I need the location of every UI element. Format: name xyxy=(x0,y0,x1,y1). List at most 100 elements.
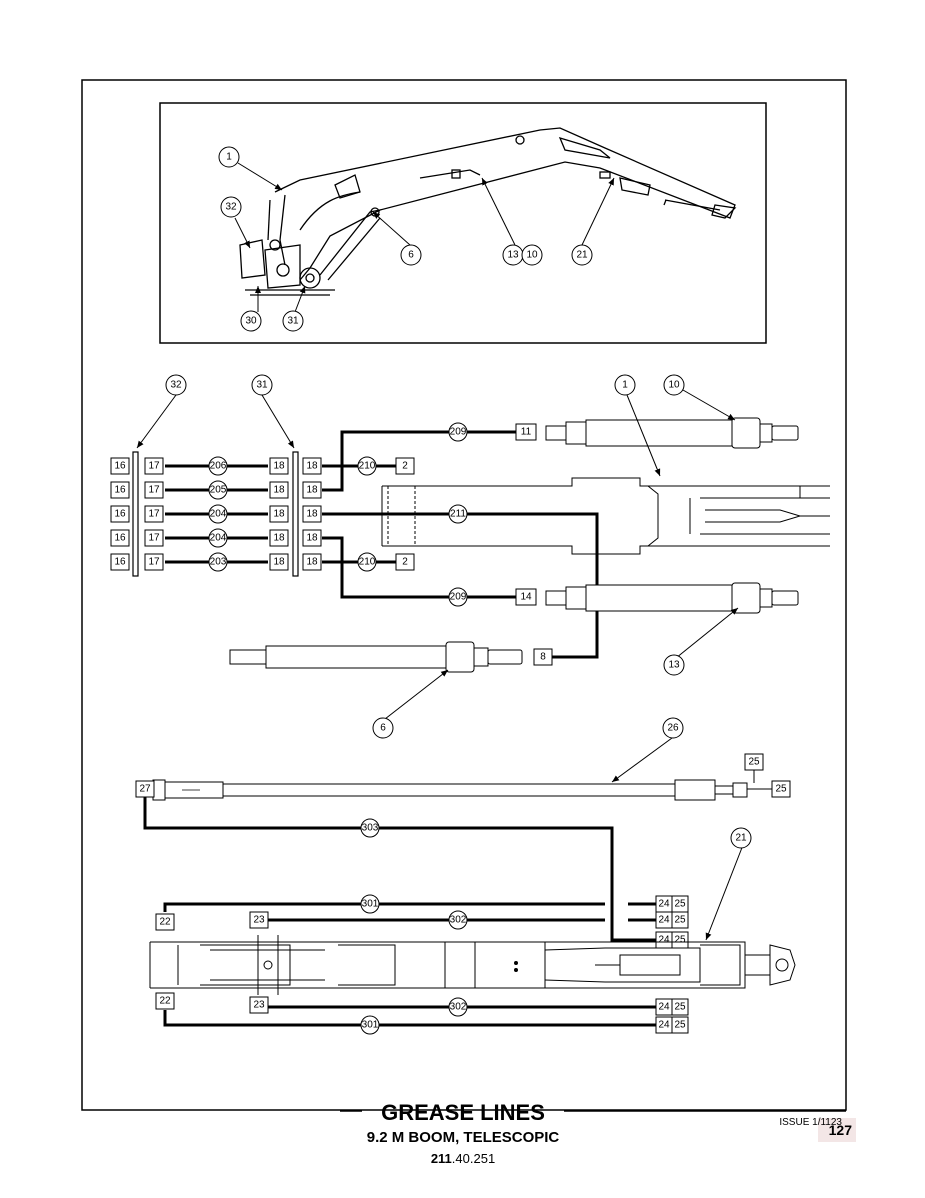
issue-label: ISSUE 1/1123 xyxy=(779,1117,842,1128)
svg-text:18: 18 xyxy=(273,485,285,496)
callout-32: 32 xyxy=(165,374,187,396)
fitting-pair-3: 24 25 xyxy=(655,931,689,949)
svg-text:23: 23 xyxy=(253,1000,265,1011)
svg-text:203: 203 xyxy=(210,557,227,568)
line-302-upper: 302 xyxy=(448,910,468,930)
svg-text:302: 302 xyxy=(450,915,467,926)
fitting-14: 14 xyxy=(515,588,537,606)
svg-text:18: 18 xyxy=(306,533,318,544)
svg-text:31: 31 xyxy=(287,316,299,327)
svg-text:25: 25 xyxy=(748,757,760,768)
telescopic-section: 26 27 25 25 303 301 302 302 301 22 22 23… xyxy=(135,717,796,1035)
svg-text:210: 210 xyxy=(359,557,376,568)
svg-text:27: 27 xyxy=(139,784,151,795)
cylinder-10 xyxy=(545,417,799,449)
svg-text:18: 18 xyxy=(306,557,318,568)
svg-text:25: 25 xyxy=(674,899,686,910)
line-301-upper: 301 xyxy=(360,894,380,914)
line-206: 206 xyxy=(208,456,228,476)
svg-text:2: 2 xyxy=(402,461,408,472)
callout-31: 31 xyxy=(251,374,273,396)
fitting-2-lower: 2 xyxy=(395,553,415,571)
svg-text:8: 8 xyxy=(540,652,546,663)
line-205: 205 xyxy=(208,480,228,500)
svg-text:211: 211 xyxy=(450,509,466,520)
svg-text:22: 22 xyxy=(159,996,171,1007)
line-301-lower: 301 xyxy=(360,1015,380,1035)
manifold-block-31 xyxy=(292,451,299,577)
fitting-pair-4: 24 25 xyxy=(655,998,689,1016)
fitting-2-upper: 2 xyxy=(395,457,415,475)
fitting-row-2: 16 17 18 18 xyxy=(110,481,322,499)
boom-head-drawing xyxy=(381,477,830,555)
page-number: 127 xyxy=(829,1122,853,1138)
callout-26: 26 xyxy=(662,717,684,739)
diagram-title: GREASE LINES xyxy=(381,1100,545,1125)
svg-text:10: 10 xyxy=(668,380,680,391)
fitting-23-top: 23 xyxy=(249,911,269,929)
callout-31-inset: 31 xyxy=(282,310,304,332)
svg-text:21: 21 xyxy=(735,833,747,844)
svg-text:17: 17 xyxy=(148,533,160,544)
callout-21-inset: 21 xyxy=(571,244,593,266)
svg-text:17: 17 xyxy=(148,509,160,520)
svg-text:31: 31 xyxy=(256,380,268,391)
callout-6-inset: 6 xyxy=(400,244,422,266)
svg-text:2: 2 xyxy=(402,557,408,568)
svg-text:18: 18 xyxy=(273,533,285,544)
svg-text:210: 210 xyxy=(359,461,376,472)
svg-text:6: 6 xyxy=(380,723,386,734)
cylinder-6 xyxy=(229,641,523,673)
svg-text:24: 24 xyxy=(658,915,670,926)
fitting-11: 11 xyxy=(515,423,537,441)
svg-text:16: 16 xyxy=(114,461,126,472)
svg-text:1: 1 xyxy=(226,152,232,163)
fitting-25-top: 25 xyxy=(744,753,764,771)
svg-text:18: 18 xyxy=(273,557,285,568)
telescopic-boom-drawing xyxy=(149,935,796,995)
line-203: 203 xyxy=(208,552,228,572)
svg-text:24: 24 xyxy=(658,1002,670,1013)
svg-text:25: 25 xyxy=(674,915,686,926)
svg-text:25: 25 xyxy=(775,784,787,795)
manifold-block-32 xyxy=(132,451,139,577)
svg-text:17: 17 xyxy=(148,557,160,568)
svg-text:204: 204 xyxy=(210,509,227,520)
svg-text:14: 14 xyxy=(520,592,532,603)
svg-text:17: 17 xyxy=(148,461,160,472)
fitting-pair-1: 24 25 xyxy=(655,895,689,913)
line-211: 211 xyxy=(448,504,468,524)
svg-text:23: 23 xyxy=(253,915,265,926)
svg-text:24: 24 xyxy=(658,935,670,946)
svg-text:1: 1 xyxy=(622,380,628,391)
svg-text:13: 13 xyxy=(668,660,680,671)
callout-1: 1 xyxy=(614,374,636,396)
fitting-22-bottom: 22 xyxy=(155,992,175,1010)
svg-text:22: 22 xyxy=(159,917,171,928)
page-frame xyxy=(81,79,847,1111)
fitting-23-bottom: 23 xyxy=(249,996,269,1014)
manifold-section: 32 31 16 17 18 18 16 xyxy=(110,374,830,739)
fitting-25-right: 25 xyxy=(771,780,791,798)
svg-text:16: 16 xyxy=(114,509,126,520)
line-303: 303 xyxy=(360,818,380,838)
fitting-27: 27 xyxy=(135,780,155,798)
fitting-pair-2: 24 25 xyxy=(655,911,689,929)
fitting-8: 8 xyxy=(533,648,553,666)
svg-text:25: 25 xyxy=(674,1020,686,1031)
svg-text:18: 18 xyxy=(306,485,318,496)
svg-text:301: 301 xyxy=(362,1020,379,1031)
svg-text:302: 302 xyxy=(450,1002,467,1013)
page-number-tab xyxy=(818,1118,856,1142)
fitting-row-3: 16 17 18 18 xyxy=(110,505,322,523)
callout-21: 21 xyxy=(730,827,752,849)
callout-32-inset: 32 xyxy=(220,196,242,218)
svg-text:204: 204 xyxy=(210,533,227,544)
svg-text:205: 205 xyxy=(210,485,227,496)
svg-text:16: 16 xyxy=(114,485,126,496)
svg-text:11: 11 xyxy=(521,427,532,438)
fitting-pair-5: 24 25 xyxy=(655,1016,689,1034)
crane-overview-sketch xyxy=(239,127,737,296)
cylinder-26 xyxy=(152,779,748,801)
svg-text:18: 18 xyxy=(306,461,318,472)
